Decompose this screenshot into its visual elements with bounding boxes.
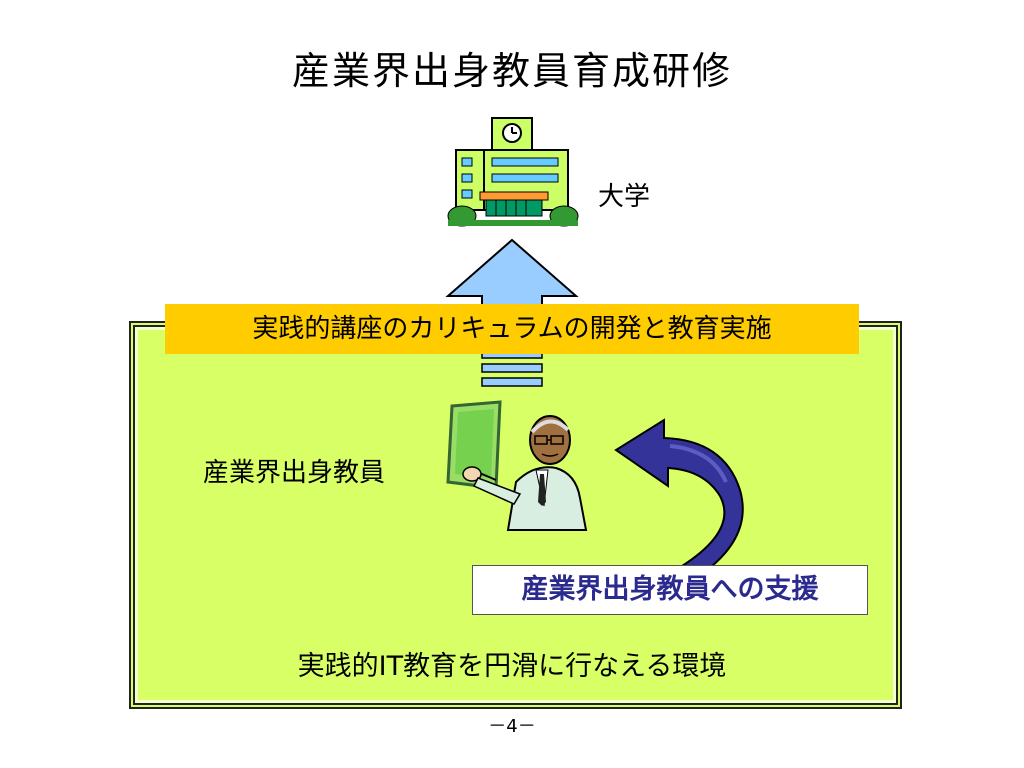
presenter-teacher-icon <box>446 400 588 531</box>
support-label-box: 産業界出身教員への支援 <box>472 565 868 615</box>
page-number: －4－ <box>488 716 536 737</box>
environment-label: 実践的IT教育を円滑に行なえる環境 <box>297 651 727 682</box>
curved-support-arrow-icon <box>614 418 744 567</box>
curriculum-banner: 実践的講座のカリキュラムの開発と教育実施 <box>165 304 859 354</box>
teacher-label: 産業界出身教員 <box>203 458 386 488</box>
university-building-icon <box>447 117 579 227</box>
university-label: 大学 <box>598 182 651 212</box>
slide-title: 産業界出身教員育成研修 <box>291 49 732 93</box>
